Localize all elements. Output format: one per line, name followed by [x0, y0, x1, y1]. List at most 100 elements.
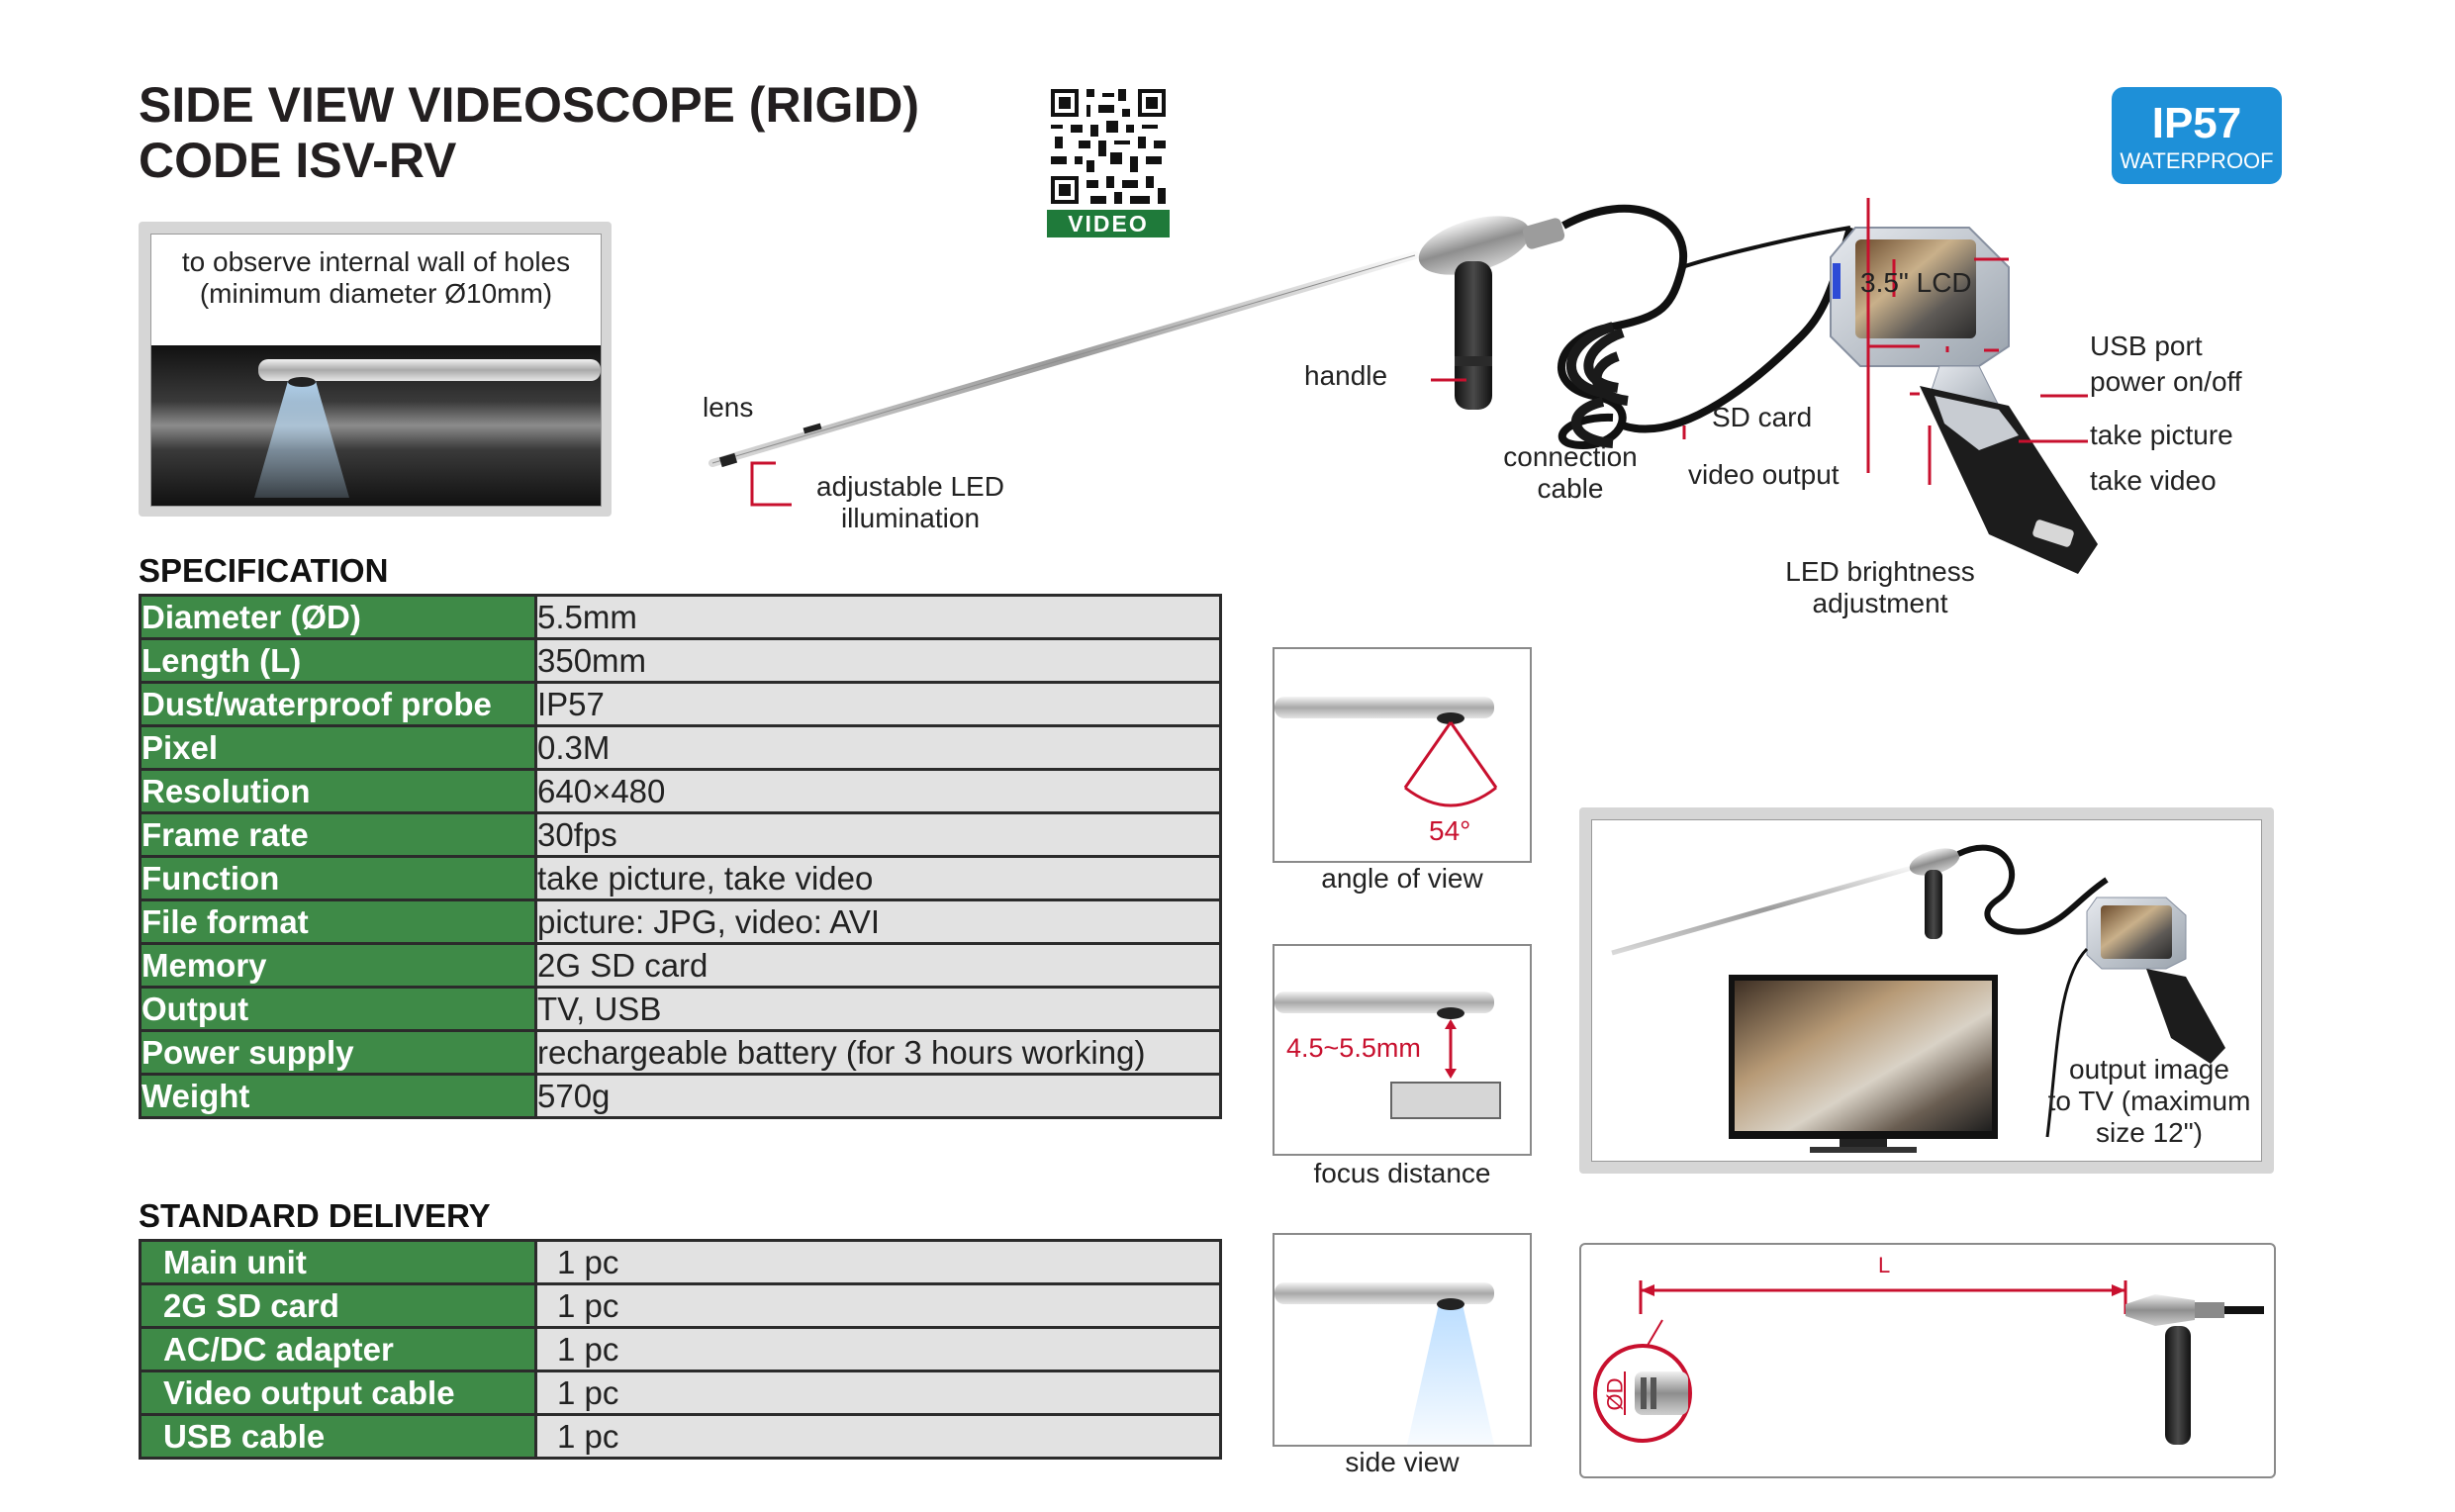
- diameter-label: ØD: [1602, 1377, 1628, 1411]
- spec-title: SPECIFICATION: [139, 552, 389, 589]
- label-lcd: 3.5" LCD: [1860, 267, 1972, 298]
- spec-key: Length (L): [140, 638, 537, 684]
- spec-key: Weight: [140, 1074, 537, 1119]
- spec-value: 2G SD card: [535, 943, 1221, 989]
- delivery-value: 1 pc: [535, 1370, 1221, 1416]
- focus-caption: focus distance: [1313, 1158, 1491, 1188]
- spec-value: take picture, take video: [535, 856, 1221, 901]
- delivery-key: 2G SD card: [140, 1283, 537, 1329]
- spec-value: TV, USB: [535, 987, 1221, 1032]
- spec-key: Power supply: [140, 1030, 537, 1076]
- qr-code-pattern-icon: [1047, 85, 1170, 208]
- badge-sub-text: WATERPROOF: [2120, 148, 2274, 173]
- page-title: SIDE VIEW VIDEOSCOPE (RIGID) CODE ISV-RV: [139, 77, 919, 188]
- spec-key: Resolution: [140, 769, 537, 814]
- intro-line-2: (minimum diameter Ø10mm): [199, 278, 553, 309]
- focus-value: 4.5~5.5mm: [1286, 1033, 1421, 1063]
- delivery-value: 1 pc: [535, 1414, 1221, 1460]
- title-line-1: SIDE VIEW VIDEOSCOPE (RIGID): [139, 77, 919, 133]
- spec-value: IP57: [535, 682, 1221, 727]
- qr-video-label: VIDEO: [1047, 210, 1170, 237]
- intro-text: to observe internal wall of holes (minim…: [151, 246, 601, 310]
- label-connection-cable: connection cable: [1496, 441, 1645, 505]
- spec-value: 640×480: [535, 769, 1221, 814]
- dimension-panel: L ØD: [1579, 1243, 2276, 1478]
- table-row: Diameter (ØD)5.5mm: [140, 595, 1221, 640]
- delivery-key: Main unit: [140, 1240, 537, 1285]
- label-brightness-line-2: adjustment: [1812, 588, 1948, 618]
- side-view-caption: side view: [1345, 1447, 1460, 1477]
- length-label: L: [1878, 1253, 1891, 1277]
- label-cable-line-2: cable: [1537, 473, 1604, 504]
- angle-value: 54°: [1429, 815, 1471, 846]
- ip57-badge: IP57 WATERPROOF: [2112, 87, 2282, 184]
- spec-value: picture: JPG, video: AVI: [535, 899, 1221, 945]
- label-usb-port: USB port: [2090, 331, 2203, 361]
- spec-key: Dust/waterproof probe: [140, 682, 537, 727]
- dimension-diagram: [1593, 1280, 2264, 1445]
- badge-main-text: IP57: [2151, 99, 2242, 147]
- title-line-2: CODE ISV-RV: [139, 133, 457, 188]
- delivery-title: STANDARD DELIVERY: [139, 1197, 491, 1234]
- label-power: power on/off: [2090, 366, 2242, 397]
- tv-output-inner: output image to TV (maximum size 12"): [1591, 819, 2262, 1162]
- label-led-line-1: adjustable LED: [816, 471, 1004, 502]
- spec-value: 5.5mm: [535, 595, 1221, 640]
- spec-value: 30fps: [535, 812, 1221, 858]
- focus-diagram: [1275, 992, 1501, 1119]
- tv-caption-line-2: to TV (maximum: [2047, 1086, 2251, 1116]
- tv-output-panel: output image to TV (maximum size 12"): [1579, 807, 2274, 1174]
- side-view-panel: [1273, 1233, 1532, 1447]
- delivery-value: 1 pc: [535, 1327, 1221, 1372]
- angle-of-view-panel: 54°: [1273, 647, 1532, 863]
- spec-key: Output: [140, 987, 537, 1032]
- spec-value: 0.3M: [535, 725, 1221, 771]
- tv-caption-line-3: size 12"): [2096, 1117, 2203, 1148]
- product-illustration: [708, 198, 2098, 574]
- qr-code[interactable]: VIDEO: [1047, 85, 1170, 237]
- angle-diagram: [1275, 697, 1498, 807]
- tv-output-caption: output image to TV (maximum size 12"): [2037, 1054, 2261, 1149]
- intro-inner: to observe internal wall of holes (minim…: [150, 234, 602, 507]
- label-led-brightness: LED brightness adjustment: [1781, 556, 1979, 619]
- spec-value: rechargeable battery (for 3 hours workin…: [535, 1030, 1221, 1076]
- label-handle: handle: [1304, 360, 1388, 391]
- focus-distance-panel: 4.5~5.5mm: [1273, 944, 1532, 1156]
- label-led-illumination: adjustable LED illumination: [811, 471, 1009, 534]
- label-led-line-2: illumination: [840, 503, 981, 533]
- label-take-picture: take picture: [2090, 420, 2233, 450]
- spec-key: Diameter (ØD): [140, 595, 537, 640]
- angle-caption: angle of view: [1321, 863, 1483, 894]
- delivery-value: 1 pc: [535, 1240, 1221, 1285]
- tv-output-illustration: [1611, 844, 2225, 1153]
- spec-key: File format: [140, 899, 537, 945]
- spec-value: 570g: [535, 1074, 1221, 1119]
- intro-box: to observe internal wall of holes (minim…: [139, 222, 612, 517]
- spec-table: Diameter (ØD)5.5mm Length (L)350mm Dust/…: [139, 594, 1222, 1119]
- spec-key: Frame rate: [140, 812, 537, 858]
- side-view-diagram: [1275, 1282, 1494, 1445]
- spec-key: Function: [140, 856, 537, 901]
- delivery-key: Video output cable: [140, 1370, 537, 1416]
- label-sd-card: SD card: [1712, 402, 1813, 432]
- table-row: Length (L)350mm: [140, 638, 1221, 684]
- label-take-video: take video: [2090, 465, 2217, 496]
- intro-line-1: to observe internal wall of holes: [181, 246, 571, 277]
- delivery-key: USB cable: [140, 1414, 537, 1460]
- spec-key: Pixel: [140, 725, 537, 771]
- hole-illustration: [151, 345, 601, 506]
- label-lens: lens: [703, 392, 754, 423]
